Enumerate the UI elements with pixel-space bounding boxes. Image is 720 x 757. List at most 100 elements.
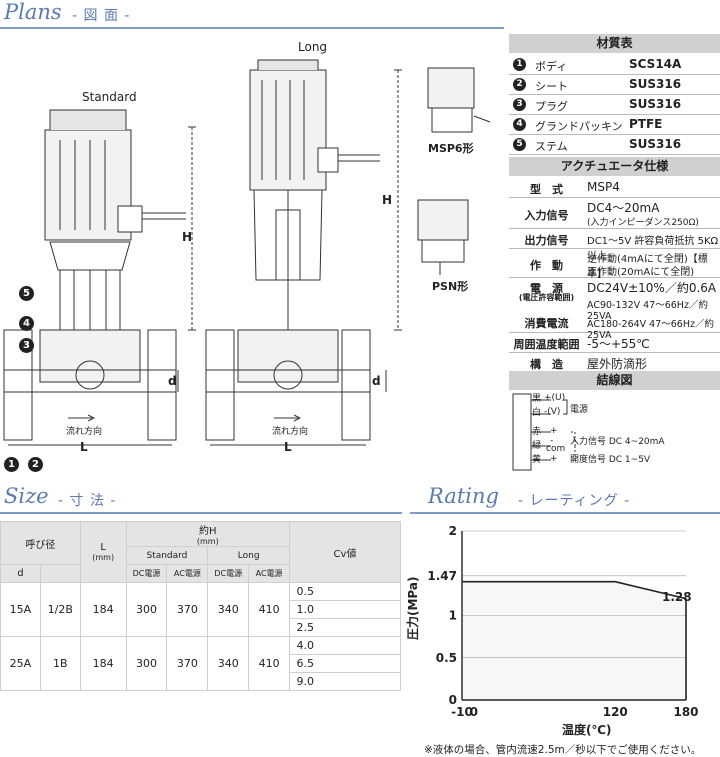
wire-minus-v: -(V)	[544, 407, 561, 417]
spec-key: 型 式	[530, 183, 563, 196]
chart-x-tick-label: 0	[470, 705, 478, 719]
callout-4: 4	[19, 316, 34, 331]
wire-black: 黒	[532, 394, 542, 404]
wire-red: 赤	[532, 427, 542, 437]
size-header-ac: AC電源	[248, 564, 291, 583]
rating-title: Rating	[428, 484, 499, 508]
size-cell-std-dc: 300	[125, 582, 168, 637]
material-value: SCS14A	[629, 57, 682, 71]
long-label: Long	[298, 40, 328, 54]
size-header-l-label: L	[100, 542, 106, 553]
material-name: ステム	[535, 140, 568, 153]
long-flow-label: 流れ方向	[272, 427, 309, 437]
chart-rating-line	[462, 580, 687, 600]
chart-x-tick-label: 120	[603, 705, 628, 719]
wire-opening: 開度信号 DC 1~5V	[570, 455, 651, 465]
spec-value: MSP4	[587, 180, 620, 194]
size-header-dc: DC電源	[125, 564, 168, 583]
size-rule	[0, 512, 402, 514]
size-cell-cv: 0.5	[289, 582, 401, 601]
long-h-label: H	[382, 193, 393, 207]
chart-y-tick-label: 1	[449, 609, 457, 623]
wire-input: 入力信号 DC 4~20mA	[570, 437, 665, 447]
spec-value: 正作動(20mAにて全閉)	[587, 267, 695, 278]
size-cell-inch: 1B	[39, 636, 81, 691]
chart-x-tick-label: 180	[673, 705, 698, 719]
size-header-h-unit: (mm)	[196, 537, 219, 546]
material-name: グランドパッキン	[535, 120, 623, 133]
spec-key: 構 造	[530, 358, 563, 371]
spec-value: DC4～20mA	[587, 201, 660, 215]
spec-value: DC1～5V 許容負荷抵抗 5KΩ以上	[587, 236, 719, 262]
long-d-label: d	[372, 374, 381, 388]
size-cell-long-dc: 340	[207, 582, 250, 637]
spec-value-note: (入力インピーダンス250Ω)	[587, 218, 699, 228]
table-row: 25A 1B 184 300 370 340 410 4.0	[0, 636, 401, 691]
std-l-label: L	[80, 440, 88, 454]
size-cell-cv: 1.0	[289, 600, 401, 619]
table-row: 9.0	[1, 672, 401, 691]
wire-plus-u: +(U)	[544, 393, 566, 403]
size-cell-cv: 9.0	[289, 672, 401, 691]
chart-xlabel: 温度(℃)	[562, 723, 612, 737]
std-d-label: d	[168, 374, 177, 388]
size-header-h: 約H(mm)	[125, 521, 291, 547]
size-header-h-label: 約H	[199, 526, 217, 537]
std-flow-label: 流れ方向	[66, 427, 103, 437]
spec-model-row: 型 式 MSP4	[509, 178, 720, 198]
material-value: SUS316	[629, 77, 682, 91]
size-cell-cv: 6.5	[289, 654, 401, 673]
wiring-title: 結線図	[509, 371, 720, 390]
spec-key: 電 源	[530, 282, 563, 295]
material-num: 5	[513, 138, 526, 151]
spec-value: 逆作動(4mAにて全閉)【標準】	[587, 254, 708, 280]
size-cell-long-ac: 410	[248, 636, 291, 691]
size-header-standard: Standard	[125, 546, 209, 565]
standard-label: Standard	[82, 90, 137, 104]
materials-title: 材質表	[509, 34, 720, 53]
psn-label: PSN形	[432, 280, 469, 293]
actuator-title: アクチュエータ仕様	[509, 157, 720, 176]
size-cell-d: 25A	[0, 636, 41, 691]
rating-note: ※液体の場合、管内流速2.5m／秒以下でご使用ください。	[424, 744, 702, 756]
wire-plus-1: +	[550, 426, 558, 436]
material-num: 2	[513, 78, 526, 91]
spec-value: -5～+55℃	[587, 337, 650, 351]
size-table: 呼び径 L(mm) 約H(mm) Cv値 Standard Long DC電源 …	[0, 521, 401, 691]
spec-key: 消費電流	[524, 317, 569, 330]
callout-1: 1	[4, 457, 19, 472]
wire-power: 電源	[570, 405, 589, 415]
msp6-label: MSP6形	[428, 142, 474, 155]
spec-action-row: 作 動 逆作動(4mAにて全閉)【標準】 正作動(20mAにて全閉)	[509, 249, 720, 280]
wire-yellow: 黄	[532, 455, 542, 465]
spec-value: DC24V±10%／約0.6A	[587, 281, 717, 295]
chart-y-tick-label: 0	[449, 693, 457, 707]
spec-output-row: 出力信号 DC1～5V 許容負荷抵抗 5KΩ以上	[509, 229, 720, 262]
chart-x-tick-label: -10	[451, 705, 473, 719]
size-cell-l: 184	[79, 636, 127, 691]
std-h-label: H	[182, 230, 193, 244]
material-num: 1	[513, 58, 526, 71]
size-header-l-unit: (mm)	[92, 553, 115, 562]
plans-rule	[0, 27, 504, 29]
material-num: 3	[513, 98, 526, 111]
rating-subtitle: - レーティング -	[518, 493, 631, 509]
spec-key: 出力信号	[524, 234, 569, 247]
spec-key-note: (電圧許容範囲)	[518, 293, 575, 302]
size-header-cv: Cv値	[289, 521, 401, 583]
spec-input-row: 入力信号 DC4～20mA (入力インピーダンス250Ω)	[509, 198, 720, 229]
size-header-dc: DC電源	[207, 564, 250, 583]
plans-title: Plans	[4, 0, 62, 24]
wire-green: 緑	[532, 441, 542, 451]
size-header-d: d	[0, 564, 41, 583]
size-cell-long-dc: 340	[207, 636, 250, 691]
spec-power-row: 電 源 (電圧許容範囲) 消費電流 DC24V±10%／約0.6A AC90-1…	[509, 278, 720, 341]
size-cell-d: 15A	[0, 582, 41, 637]
table-row: 15A 1/2B 184 300 370 340 410 0.5	[0, 582, 401, 637]
size-header-inch	[39, 564, 81, 583]
size-cell-long-ac: 410	[248, 582, 291, 637]
